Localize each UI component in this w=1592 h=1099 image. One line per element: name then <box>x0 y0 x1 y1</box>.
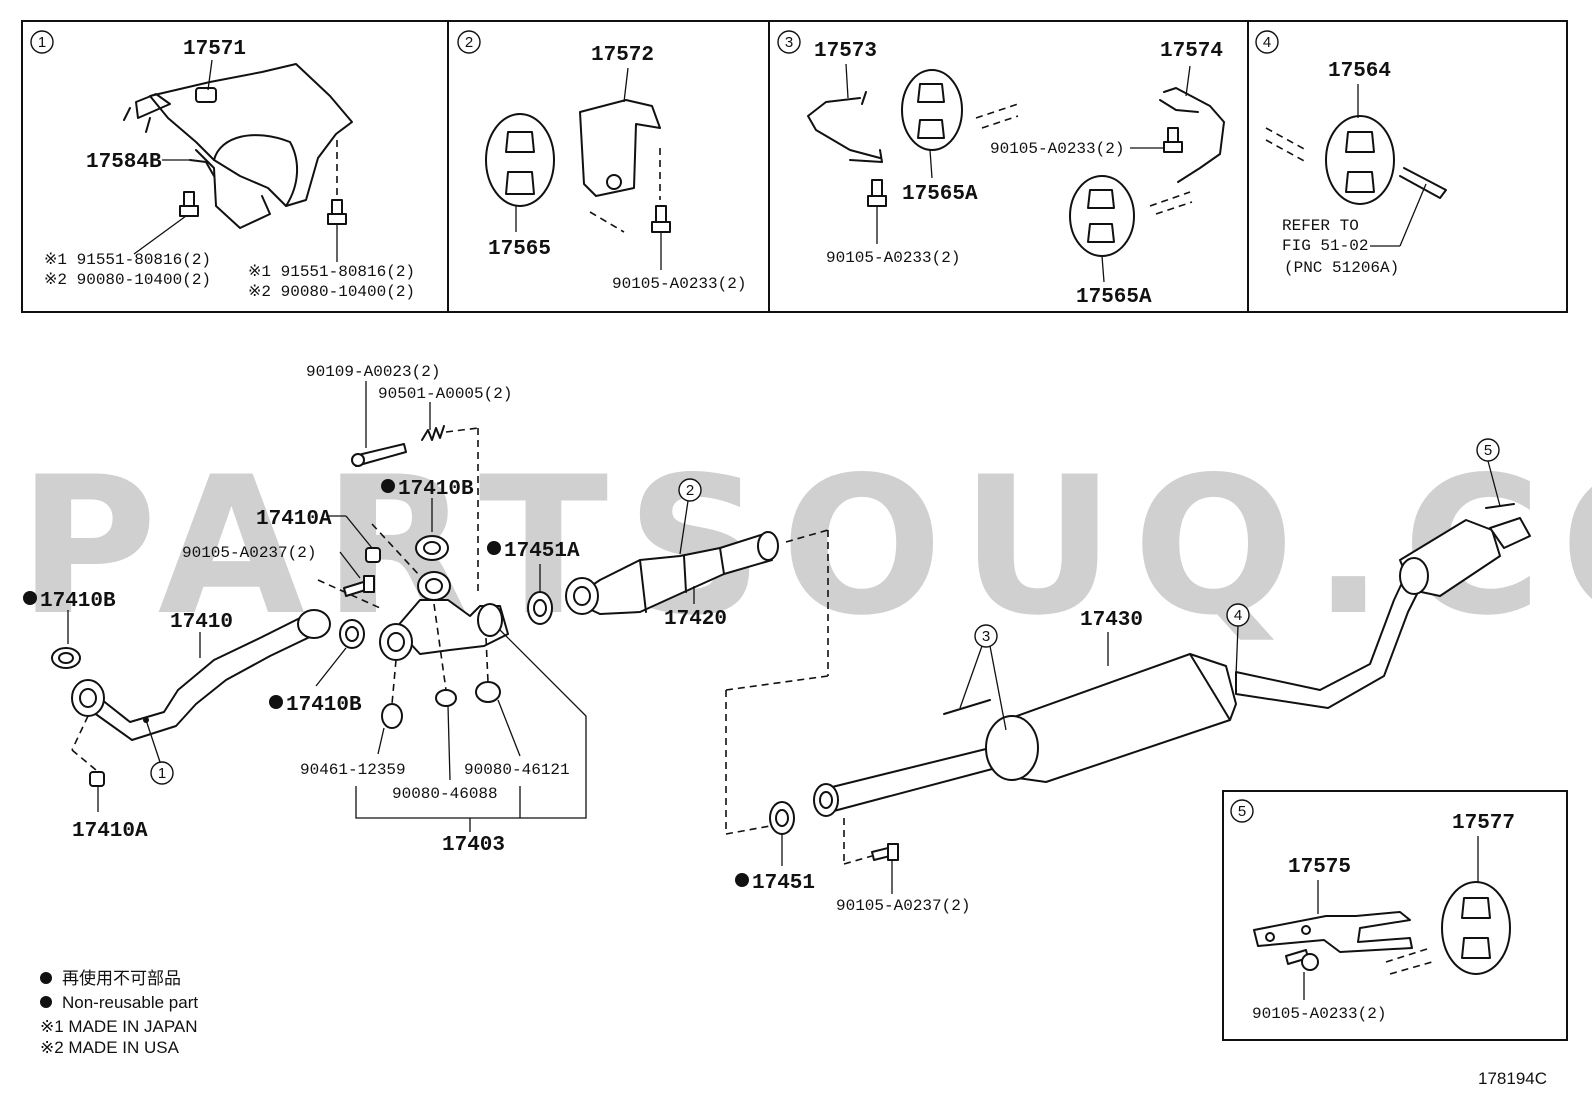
bolt-icon <box>327 199 347 225</box>
bracket-17572 <box>579 99 661 197</box>
label-90080-46121: 90080-46121 <box>464 761 570 779</box>
legend-non-reusable-en: Non-reusable part <box>62 993 198 1012</box>
gasket-17410b-mid <box>339 619 365 649</box>
label-17410b-top: 17410B <box>398 478 474 501</box>
gasket-17451 <box>769 801 795 835</box>
front-pipe-17403 <box>379 571 509 661</box>
label-17410a-bottom: 17410A <box>72 820 148 843</box>
muffler-17430 <box>813 503 1531 817</box>
inset-3-label-17574: 17574 <box>1160 40 1223 63</box>
pipe-17410 <box>71 609 331 741</box>
inset-3-label-17565a-top: 17565A <box>902 183 978 206</box>
rubber-hanger-17564 <box>1325 115 1395 205</box>
label-17410b-left: 17410B <box>40 590 116 613</box>
rubber-hanger-17565a <box>901 69 963 151</box>
inset-1-label-c: ※1 91551-80816(2) <box>248 263 415 281</box>
bolt-icon <box>351 443 407 467</box>
inset-5-number: 5 <box>1238 803 1246 820</box>
inset-1-label-17584b: 17584B <box>86 151 162 174</box>
callout-3: 3 <box>982 628 990 645</box>
legend-note-2: ※2 MADE IN USA <box>40 1038 180 1057</box>
bolt-icon <box>343 575 375 597</box>
inset-5: 5 17577 17575 90105-A0233(2) <box>1222 790 1568 1041</box>
rubber-hanger-17577 <box>1441 881 1511 975</box>
label-17430: 17430 <box>1080 609 1143 632</box>
clamp-icon <box>381 703 403 729</box>
label-90080-46088: 90080-46088 <box>392 785 498 803</box>
inset-4-label-17564: 17564 <box>1328 60 1391 83</box>
inset-frame <box>21 20 1568 313</box>
inset-3-label-17565a-bottom: 17565A <box>1076 286 1152 309</box>
inset-2: 2 17572 17565 90105-A0233(2) <box>457 30 746 293</box>
bolt-icon <box>651 205 671 233</box>
inset-5-label-17577: 17577 <box>1452 812 1515 835</box>
label-17451a: 17451A <box>504 540 580 563</box>
inset-1-label-d: ※2 90080-10400(2) <box>248 283 415 301</box>
bracket-17573 <box>807 97 881 159</box>
callout-5: 5 <box>1484 442 1492 459</box>
bracket-17575 <box>1253 911 1413 953</box>
inset-row: 1 17571 17584B ※1 91551-80816(2) ※2 9008… <box>21 20 1568 313</box>
callout-2: 2 <box>686 482 694 499</box>
callout-4: 4 <box>1234 607 1242 624</box>
inset-3-number: 3 <box>785 34 793 51</box>
spring-icon <box>421 425 445 441</box>
inset-2-label-17565: 17565 <box>488 238 551 261</box>
rubber-hanger-17565 <box>485 113 555 207</box>
inset-1-label-b: ※2 90080-10400(2) <box>44 271 211 289</box>
label-17410: 17410 <box>170 611 233 634</box>
label-17410a-top: 17410A <box>256 508 332 531</box>
bolt-icon <box>867 179 887 207</box>
bolt-icon <box>179 191 199 217</box>
inset-4: 4 17564 REFER TO FIG 51-02 (PNC 51206A) <box>1255 30 1447 277</box>
inset-3-label-bolt-right: 90105-A0233(2) <box>990 140 1124 158</box>
inset-3-label-bolt-left: 90105-A0233(2) <box>826 249 960 267</box>
label-90105-left: 90105-A0237(2) <box>182 544 316 562</box>
watermark: PARTSOUQ.COM <box>18 436 1592 657</box>
gasket-17410b-left <box>51 647 81 669</box>
inset-5-label-bolt: 90105-A0233(2) <box>1252 1005 1386 1023</box>
inset-3-label-17573: 17573 <box>814 40 877 63</box>
inset-2-label-bolt: 90105-A0233(2) <box>612 275 746 293</box>
inset-1: 1 17571 17584B ※1 91551-80816(2) ※2 9008… <box>30 30 415 301</box>
inset-4-number: 4 <box>1263 34 1271 51</box>
bolt-icon <box>1285 949 1319 971</box>
inset-4-refer-3: (PNC 51206A) <box>1284 259 1399 277</box>
label-90501: 90501-A0005(2) <box>378 385 512 403</box>
label-90461: 90461-12359 <box>300 761 406 779</box>
label-17451: 17451 <box>752 872 815 895</box>
inset-1-number: 1 <box>38 34 46 51</box>
bolt-icon <box>871 843 899 861</box>
main-diagram: 90109-A0023(2) 90501-A0005(2) 17410B 174… <box>23 363 1531 915</box>
label-90105-bottom: 90105-A0237(2) <box>836 897 970 915</box>
converter-17420 <box>565 531 779 615</box>
gasket-17410b <box>415 535 449 561</box>
inset-4-refer-1: REFER TO <box>1282 217 1359 235</box>
inset-1-label-17571: 17571 <box>183 38 246 61</box>
label-17403: 17403 <box>442 834 505 857</box>
callout-1: 1 <box>158 765 166 782</box>
inset-2-label-17572: 17572 <box>591 44 654 67</box>
rubber-hanger-17565a-lower <box>1069 175 1135 257</box>
label-17410b-mid: 17410B <box>286 694 362 717</box>
gasket-17451a <box>527 591 553 625</box>
inset-2-number: 2 <box>465 34 473 51</box>
legend-non-reusable-jp: 再使用不可部品 <box>62 968 181 988</box>
label-17420: 17420 <box>664 608 727 631</box>
label-90109: 90109-A0023(2) <box>306 363 440 381</box>
bolt-icon <box>1163 127 1183 153</box>
clamp-icon <box>475 681 501 703</box>
legend: 再使用不可部品 Non-reusable part ※1 MADE IN JAP… <box>40 968 198 1057</box>
bracket-17574 <box>1163 87 1225 183</box>
inset-5-label-17575: 17575 <box>1288 856 1351 879</box>
inset-3: 3 17573 17574 17565A 90105-A0233(2) 9010… <box>777 30 1225 309</box>
inset-1-label-a: ※1 91551-80816(2) <box>44 251 211 269</box>
clamp-icon <box>435 689 457 707</box>
inset-4-refer-2: FIG 51-02 <box>1282 237 1368 255</box>
figure-id: 178194C <box>1478 1069 1547 1088</box>
legend-note-1: ※1 MADE IN JAPAN <box>40 1017 198 1036</box>
